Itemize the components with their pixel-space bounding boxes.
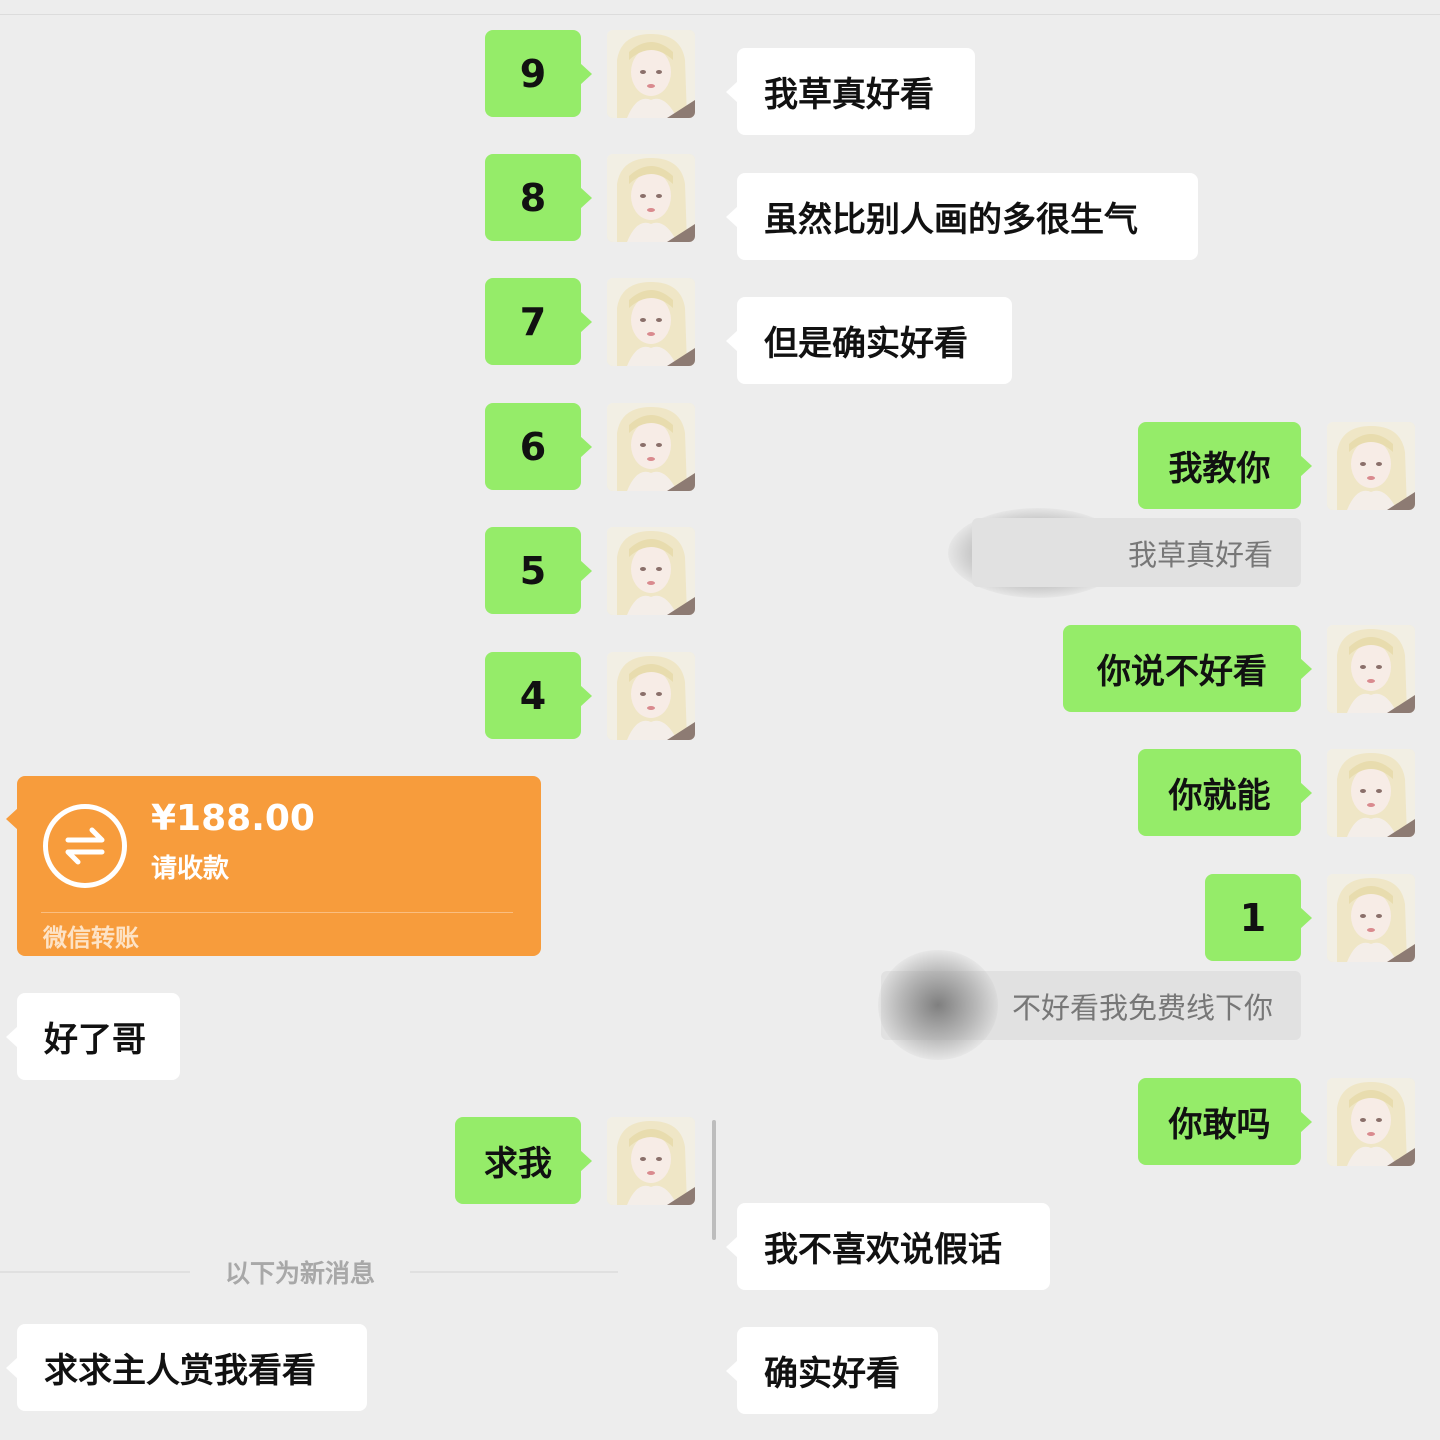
received-message[interactable]: 但是确实好看 [726, 297, 1012, 384]
sent-message-4[interactable]: 4 [485, 652, 592, 739]
top-divider [0, 14, 720, 15]
sent-message-6[interactable]: 6 [485, 403, 592, 490]
chat-panel-right: 我草真好看 虽然比别人画的多很生气 但是确实好看 我教你 我草真好看 你说不好看… [720, 0, 1440, 1440]
transfer-status: 请收款 [151, 854, 230, 884]
avatar-image [607, 30, 695, 118]
sent-message[interactable]: 我教你 [1138, 422, 1312, 509]
avatar[interactable] [1327, 625, 1415, 713]
avatar[interactable] [1327, 874, 1415, 962]
avatar-image [607, 154, 695, 242]
transfer-footer-label: 微信转账 [43, 924, 139, 952]
avatar-image [607, 652, 695, 740]
avatar[interactable] [1327, 422, 1415, 510]
avatar-image [607, 527, 695, 615]
received-message[interactable]: 确实好看 [726, 1327, 938, 1414]
sent-message-8[interactable]: 8 [485, 154, 592, 241]
sent-message[interactable]: 1 [1205, 874, 1312, 961]
avatar[interactable] [607, 1117, 695, 1205]
received-message[interactable]: 求求主人赏我看看 [6, 1324, 367, 1411]
avatar-image [1327, 625, 1415, 713]
sent-message[interactable]: 你就能 [1138, 749, 1312, 836]
avatar[interactable] [607, 278, 695, 366]
avatar[interactable] [607, 30, 695, 118]
avatar[interactable] [607, 527, 695, 615]
received-message[interactable]: 虽然比别人画的多很生气 [726, 173, 1198, 260]
sent-message-9[interactable]: 9 [485, 30, 592, 117]
received-message[interactable]: 我不喜欢说假话 [726, 1203, 1050, 1290]
sent-message[interactable]: 你敢吗 [1138, 1078, 1312, 1165]
new-messages-line-right [410, 1271, 618, 1273]
transfer-amount: ¥188.00 [151, 798, 315, 839]
avatar-image [1327, 749, 1415, 837]
sent-message-qiuwo[interactable]: 求我 [455, 1117, 592, 1204]
avatar-image [1327, 874, 1415, 962]
transfer-divider [41, 912, 513, 913]
avatar-image [607, 1117, 695, 1205]
received-message[interactable]: 好了哥 [6, 993, 180, 1080]
chat-panel-left: 9 8 7 6 5 4 ¥188.00 请收款 微信转账 好了哥 求我 以下为新… [0, 14, 720, 1411]
new-messages-line-left [0, 1271, 190, 1273]
received-message[interactable]: 我草真好看 [726, 48, 975, 135]
quoted-reply[interactable]: 我草真好看 [972, 518, 1301, 587]
top-divider [720, 14, 1440, 15]
avatar[interactable] [607, 154, 695, 242]
avatar-image [607, 403, 695, 491]
transfer-arrows-glyph [65, 827, 105, 865]
sent-message-5[interactable]: 5 [485, 527, 592, 614]
wechat-transfer-card[interactable]: ¥188.00 请收款 微信转账 [6, 776, 541, 956]
sent-message-7[interactable]: 7 [485, 278, 592, 365]
transfer-arrows-icon [43, 804, 127, 888]
avatar-image [1327, 422, 1415, 510]
sent-message[interactable]: 你说不好看 [1063, 625, 1312, 712]
avatar-image [1327, 1078, 1415, 1166]
avatar[interactable] [607, 652, 695, 740]
scrollbar[interactable] [712, 1120, 716, 1240]
avatar[interactable] [1327, 1078, 1415, 1166]
avatar[interactable] [1327, 749, 1415, 837]
avatar-image [607, 278, 695, 366]
avatar[interactable] [607, 403, 695, 491]
new-messages-divider: 以下为新消息 [224, 1259, 375, 1288]
redacted-name-smudge [878, 950, 998, 1060]
